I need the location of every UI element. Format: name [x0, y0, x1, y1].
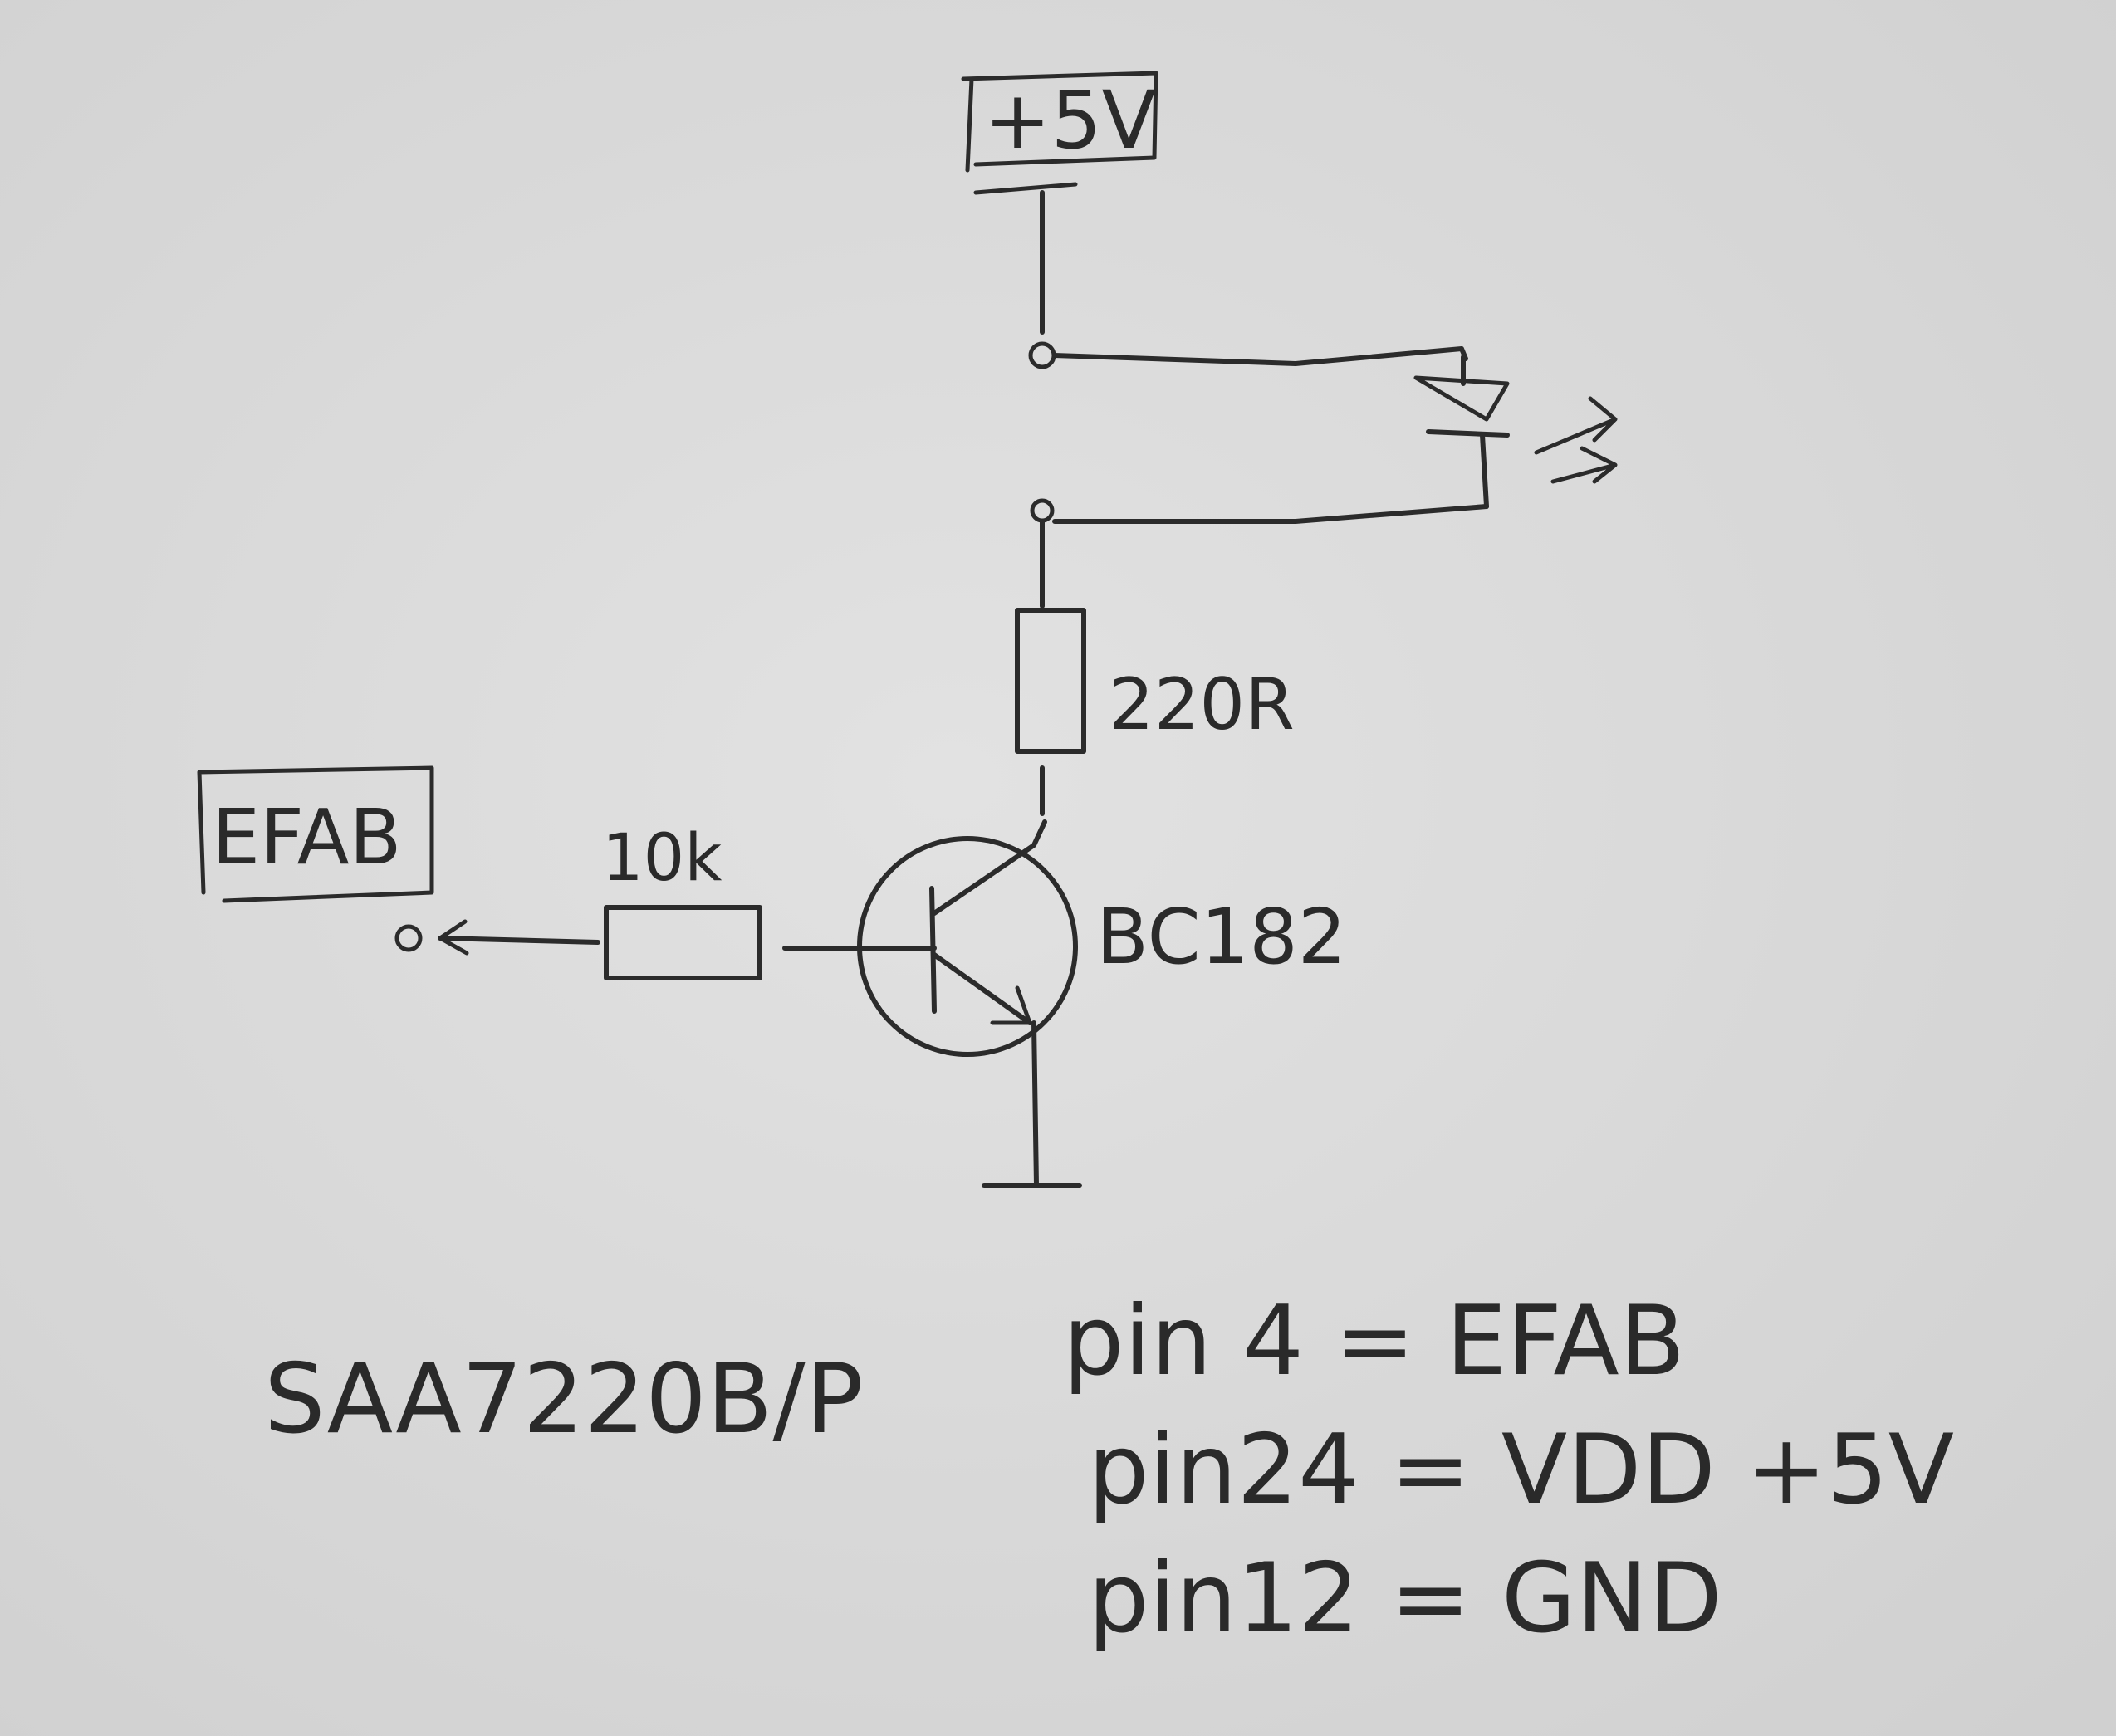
- input-node: [394, 924, 423, 952]
- pin-note-efab: pin 4 = EFAB: [1063, 1285, 1685, 1397]
- base-resistor: 10k: [602, 821, 762, 980]
- supply-label-box: +5V: [961, 71, 1158, 195]
- led-return-wire: [1030, 498, 1489, 609]
- base-resistor-label: 10k: [602, 821, 722, 896]
- collector-resistor: 220R: [1015, 608, 1295, 816]
- pin-note-vdd: pin24 = VDD +5V: [1088, 1414, 1954, 1526]
- collector-resistor-label: 220R: [1109, 663, 1295, 746]
- input-label: EFAB: [212, 793, 402, 882]
- pin-notes: pin 4 = EFAB pin24 = VDD +5V pin12 = GND: [1063, 1285, 1954, 1655]
- supply-wire: [1028, 190, 1468, 369]
- chip-label: SAA7220B/P: [264, 1343, 864, 1455]
- input-terminal: EFAB: [197, 765, 600, 956]
- collector-resistor-body: [1015, 608, 1086, 754]
- transistor-label: BC182: [1096, 892, 1346, 981]
- transistor-symbol: BC182: [782, 819, 1346, 1188]
- led-symbol: [1413, 355, 1618, 509]
- base-resistor-body: [604, 905, 762, 980]
- supply-label: +5V: [984, 74, 1156, 167]
- pin-note-gnd: pin12 = GND: [1088, 1543, 1722, 1655]
